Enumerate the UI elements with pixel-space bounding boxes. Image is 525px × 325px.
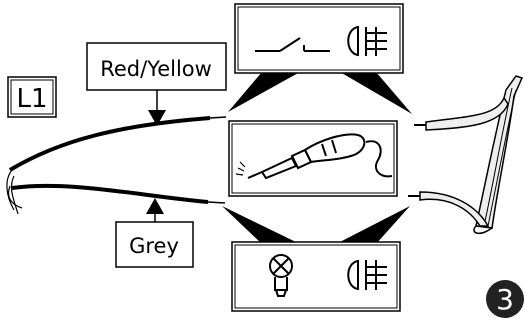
- step-number-badge: 3: [486, 280, 524, 318]
- headlamp-beam-icon: [347, 25, 387, 57]
- top-panel: [234, 3, 404, 74]
- middle-panel: [228, 120, 398, 197]
- harness-lower-cable: [419, 191, 490, 227]
- lower-wire: [11, 183, 209, 204]
- step-number: 3: [496, 283, 514, 316]
- bottom-right-pointer: [336, 206, 410, 244]
- headlamp-beam-icon: [347, 259, 387, 291]
- lower-wire-callout: Grey: [115, 198, 194, 268]
- upper-wire-stripped-end: [209, 116, 227, 119]
- connector-id-label: L1: [16, 84, 47, 114]
- upper-wire-callout: Red/Yellow: [86, 42, 227, 126]
- bottom-left-pointer: [222, 206, 300, 244]
- switch-icon: [255, 37, 330, 52]
- bottom-panel: [231, 241, 401, 312]
- lower-wire-stripped-end: [207, 201, 226, 204]
- soldering-iron-icon: [235, 133, 393, 180]
- right-wiring-harness: [408, 75, 524, 235]
- lower-wire-label: Grey: [129, 234, 179, 258]
- top-right-pointer: [340, 72, 412, 114]
- connector-label-box: L1: [7, 76, 57, 118]
- frayed-end-left: [6, 169, 23, 215]
- panel-pointers: [222, 72, 412, 244]
- upper-wire: [8, 116, 211, 172]
- bulb-icon: [269, 254, 293, 297]
- upper-wire-label: Red/Yellow: [100, 57, 212, 81]
- harness-upper-cable: [425, 96, 509, 131]
- left-cable-bundle: [6, 116, 227, 215]
- top-left-pointer: [228, 72, 300, 112]
